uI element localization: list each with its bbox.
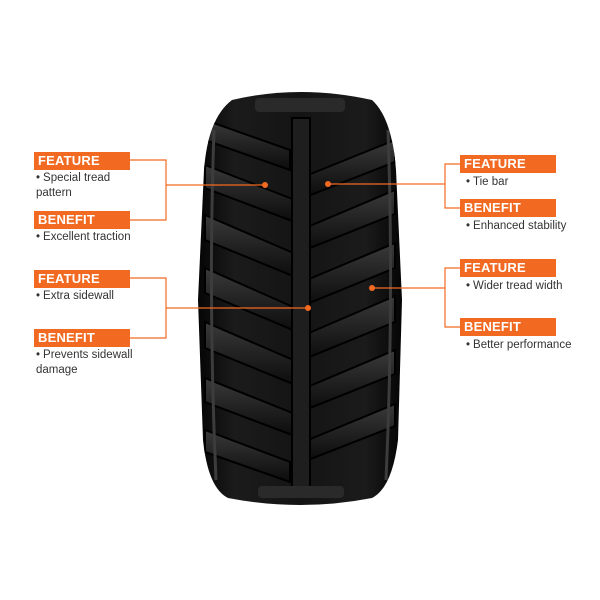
connector-lines xyxy=(130,159,460,339)
feature-tag: FEATURE xyxy=(460,155,556,173)
marker-dot xyxy=(262,182,268,188)
benefit-tag: BENEFIT xyxy=(34,329,130,347)
benefit-tag: BENEFIT xyxy=(460,199,556,217)
benefit-description: •Prevents sidewall damage xyxy=(36,349,133,376)
benefit-tag: BENEFIT xyxy=(34,211,130,229)
feature-description: •Extra sidewall xyxy=(36,290,114,302)
benefit-description: •Better performance xyxy=(466,339,572,351)
feature-tag: FEATURE xyxy=(34,270,130,288)
feature-description: •Tie bar xyxy=(466,176,509,188)
feature-tag: FEATURE xyxy=(34,152,130,170)
marker-dot xyxy=(305,305,311,311)
benefit-description: •Excellent traction xyxy=(36,231,131,243)
marker-dot xyxy=(325,181,331,187)
benefit-description: •Enhanced stability xyxy=(466,220,567,232)
benefit-tag: BENEFIT xyxy=(460,318,556,336)
feature-description: •Special tread pattern xyxy=(36,172,111,199)
feature-description: •Wider tread width xyxy=(466,280,563,292)
feature-tag: FEATURE xyxy=(460,259,556,277)
marker-dot xyxy=(369,285,375,291)
